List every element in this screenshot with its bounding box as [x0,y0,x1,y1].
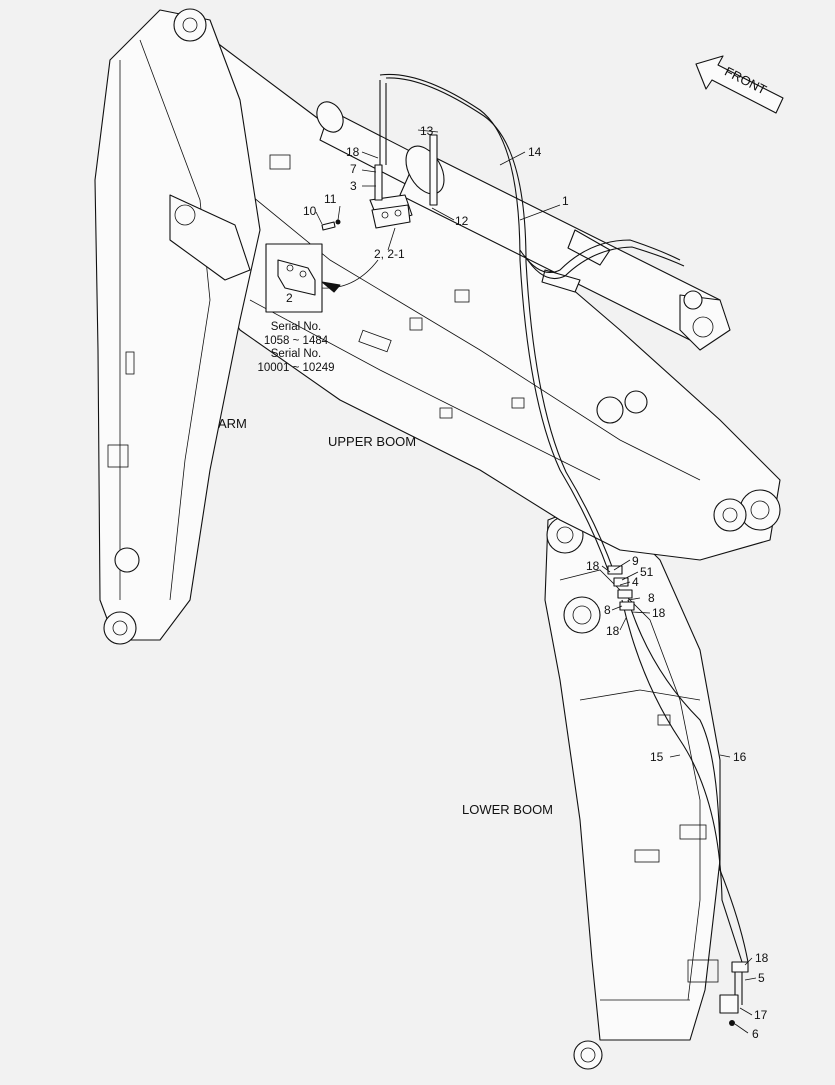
fittings [321,219,749,1026]
upper-boom-label: UPPER BOOM [328,434,416,449]
callout-51: 51 [640,565,654,579]
callout-3: 3 [350,179,357,193]
callout-14: 14 [528,145,542,159]
valve-block [369,134,438,229]
callout-5: 5 [758,971,765,985]
leader-lines [315,129,757,1034]
callout-18c: 18 [652,606,666,620]
callout-12: 12 [455,214,469,228]
inset-valve [265,243,379,313]
callout-15: 15 [650,750,664,764]
hoses [379,73,749,1005]
inset-part-number: 2 [286,291,293,305]
callout-18e: 18 [755,951,769,965]
hydraulic-cylinder [316,101,731,351]
lower-boom-label: LOWER BOOM [462,802,553,817]
callout-7: 7 [350,162,357,176]
inset-serial-range-2: 10001 ~ 10249 [257,362,334,374]
front-arrow: FRONT [695,55,784,114]
callout-18b: 18 [586,559,600,573]
callout-1: 1 [562,194,569,208]
lower-boom [544,499,721,1070]
inset-serial-label-1: Serial No. [271,321,322,333]
callout-11: 11 [324,192,337,206]
callout-6: 6 [752,1027,759,1041]
inset-serial-range-1: 1058 ~ 1484 [264,335,329,347]
callout-18a: 18 [346,145,360,159]
callout-18d: 18 [606,624,620,638]
callout-10: 10 [303,204,317,218]
callout-17: 17 [754,1008,768,1022]
callout-2-2-1: 2, 2-1 [374,247,405,261]
inset-serial-label-2: Serial No. [271,348,322,360]
callout-9: 9 [632,554,639,568]
arm [94,8,261,645]
upper-boom [169,29,781,561]
callout-13: 13 [420,124,434,138]
callout-8b: 8 [604,603,611,617]
callout-16: 16 [733,750,747,764]
arm-label: ARM [218,416,247,431]
callout-4: 4 [632,575,639,589]
callout-8a: 8 [648,591,655,605]
